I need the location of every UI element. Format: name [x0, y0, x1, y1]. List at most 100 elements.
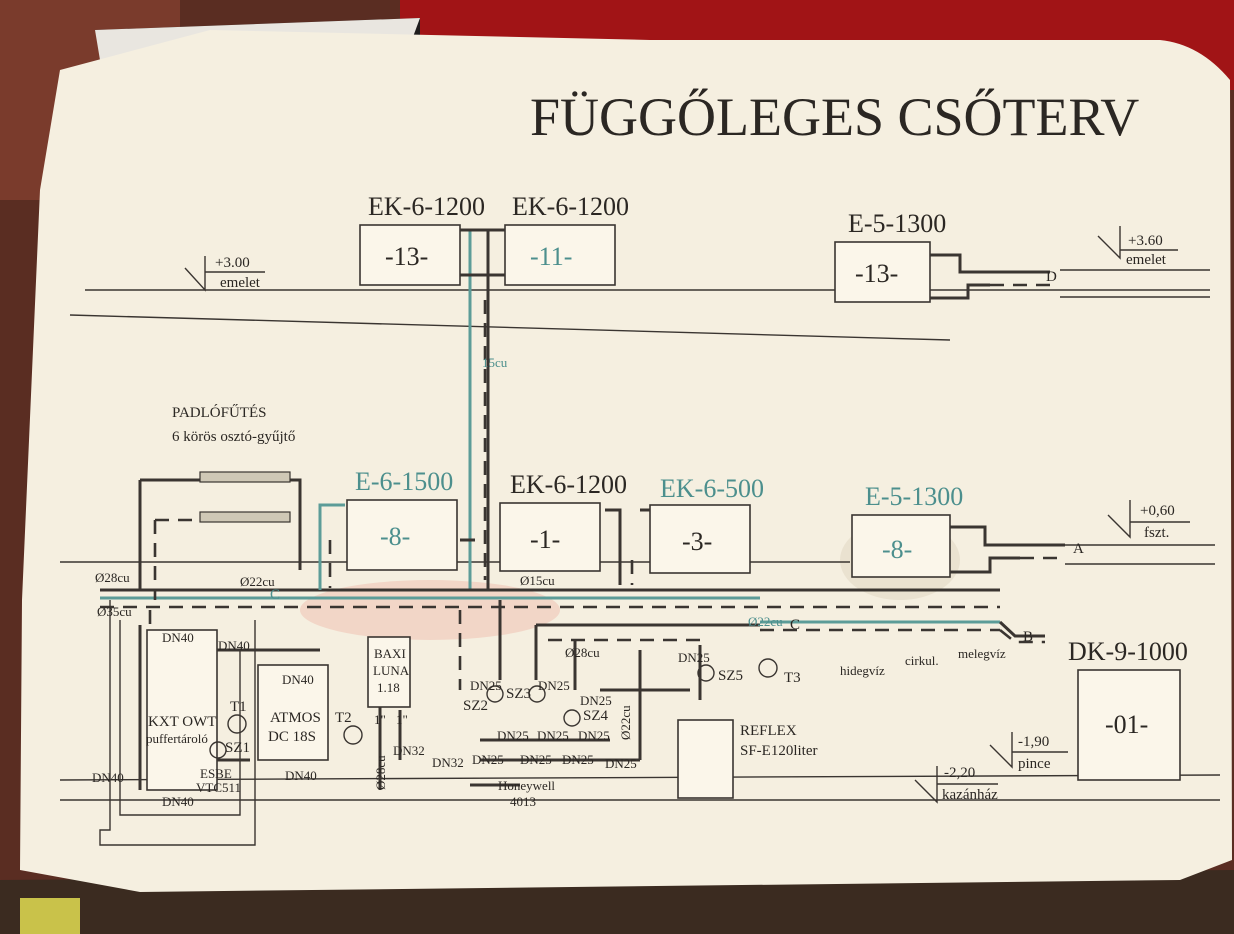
- radiator-type: EK-6-1200: [510, 470, 627, 499]
- radiator-number: -11-: [530, 242, 572, 271]
- valve-label: DN25: [470, 678, 502, 693]
- radiator-type: EK-6-1200: [512, 192, 629, 221]
- pipe-label: Ø28cu: [95, 570, 130, 585]
- pipe-label: Ø22cu: [618, 705, 633, 740]
- valve-label: DN25: [538, 678, 570, 693]
- radiator-e-5-1300-13-upper: E-5-1300 -13-: [834, 209, 946, 303]
- plan-title: FÜGGŐLEGES CSŐTERV: [530, 87, 1139, 147]
- boiler-line1: ATMOS: [270, 710, 321, 726]
- pipe-label: Ø15cu: [520, 573, 555, 588]
- level-value: +3.00: [215, 255, 250, 271]
- connection-letter-a: A: [1073, 541, 1084, 557]
- radiator-number: -8-: [380, 522, 410, 551]
- radiator-type: E-5-1300: [865, 482, 963, 511]
- pipe-label: Ø22cu: [240, 574, 275, 589]
- valve-labels: DN40 DN40 DN40 DN40 DN40 DN40 DN25 DN25 …: [92, 630, 710, 809]
- pipe-label: Ø35cu: [97, 604, 132, 619]
- level-marker-ground-right: +0,60 fszt.: [1107, 500, 1190, 541]
- reflex-line1: REFLEX: [740, 723, 797, 739]
- buffer-line1: KXT OWT: [148, 714, 216, 730]
- valve-label: DN25: [537, 728, 569, 743]
- baxi-line2: LUNA: [373, 663, 410, 678]
- baxi-line3: 1.18: [377, 680, 400, 695]
- valve-label: DN32: [393, 743, 425, 758]
- reflex-line2: SF-E120liter: [740, 743, 818, 759]
- mixing-valve-esbe: ESBE VTC511: [196, 766, 241, 795]
- component-label: T2: [335, 710, 352, 726]
- valve-label: DN40: [92, 770, 124, 785]
- boiler-line2: DC 18S: [268, 729, 316, 745]
- radiator-type: EK-6-1200: [368, 192, 485, 221]
- baxi-heater: BAXI LUNA 1.18: [367, 636, 411, 708]
- valve-label: DN25: [562, 752, 594, 767]
- radiator-type: DK-9-1000: [1068, 637, 1188, 666]
- level-value: +0,60: [1140, 503, 1175, 519]
- valve-label: DN25: [605, 756, 637, 771]
- pipe-label: Ø28cu: [565, 645, 600, 660]
- valve-label: DN25: [520, 752, 552, 767]
- connection-letter-b: B: [1023, 629, 1033, 645]
- level-name: emelet: [1126, 252, 1167, 268]
- valve-label: DN25: [472, 752, 504, 767]
- floor-heating-subtitle: 6 körös osztó-gyűjtő: [172, 429, 295, 445]
- level-marker-boiler-room: -2,20 kazánház: [914, 765, 998, 804]
- radiator-number: -3-: [682, 527, 712, 556]
- radiator-number: -13-: [385, 242, 428, 271]
- valve-label: 1": [396, 712, 408, 727]
- level-value: +3.60: [1128, 233, 1163, 249]
- level-name: fszt.: [1144, 525, 1169, 541]
- paper-stain: [300, 580, 560, 640]
- radiator-type: EK-6-500: [660, 474, 764, 503]
- pipe-label: 15cu: [482, 355, 508, 370]
- radiator-dk-9-1000-01: DK-9-1000 -01-: [1068, 637, 1188, 781]
- component-labels: T1 T2 T3 SZ1 SZ2 SZ3 SZ4 SZ5: [225, 668, 801, 756]
- esbe-line1: ESBE: [200, 766, 232, 781]
- level-marker-cellar: -1,90 pince: [989, 732, 1068, 772]
- level-name: pince: [1018, 756, 1051, 772]
- valve-label: DN40: [162, 630, 194, 645]
- reflex-tank: REFLEX SF-E120liter: [677, 719, 818, 799]
- radiator-ek-6-1200-11: EK-6-1200 -11-: [504, 192, 629, 286]
- pipe-labels: 15cu Ø28cu Ø22cu Ø15cu Ø35cu Ø22cu Ø28cu…: [95, 355, 1006, 790]
- radiator-e-5-1300-8: E-5-1300 -8-: [851, 482, 963, 578]
- radiator-ek-6-500-3: EK-6-500 -3-: [649, 474, 764, 574]
- component-label: T3: [784, 670, 801, 686]
- connection-letter-d: D: [1046, 269, 1057, 285]
- component-label: SZ3: [506, 686, 531, 702]
- valve-label: DN25: [678, 650, 710, 665]
- honeywell-line1: Honeywell: [498, 778, 555, 793]
- component-label: SZ5: [718, 668, 743, 684]
- floor-heating-title: PADLÓFŰTÉS: [172, 404, 266, 421]
- pipe-label: melegvíz: [958, 646, 1006, 661]
- valve-label: DN25: [497, 728, 529, 743]
- honeywell-valve: Honeywell 4013: [498, 778, 555, 809]
- level-value: -1,90: [1018, 734, 1049, 750]
- pipe-label: hidegvíz: [840, 663, 885, 678]
- yellow-object: [20, 898, 80, 934]
- boiler-atmos: ATMOS DC 18S: [257, 664, 329, 761]
- radiator-number: -01-: [1105, 710, 1148, 739]
- component-label: SZ1: [225, 740, 250, 756]
- pipe-label: Ø22cu: [748, 614, 783, 629]
- radiator-number: -8-: [882, 535, 912, 564]
- radiator-ek-6-1200-1: EK-6-1200 -1-: [499, 470, 627, 572]
- floor-heating-manifold: PADLÓFŰTÉS 6 körös osztó-gyűjtő: [172, 404, 295, 523]
- pipe-label: Ø28cu: [373, 755, 388, 790]
- buffer-line2: puffertároló: [146, 731, 208, 746]
- component-label: T1: [230, 699, 247, 715]
- valve-label: DN40: [218, 638, 250, 653]
- pumps-and-sensors: [209, 658, 778, 759]
- pipe-label: cirkul.: [905, 653, 939, 668]
- component-label: SZ2: [463, 698, 488, 714]
- level-marker-upper-left: +3.00 emelet: [184, 255, 265, 292]
- radiator-e-6-1500-8: E-6-1500 -8-: [346, 467, 458, 571]
- level-name: emelet: [220, 275, 261, 291]
- level-value: -2,20: [944, 765, 975, 781]
- valve-label: DN40: [282, 672, 314, 687]
- radiator-type: E-6-1500: [355, 467, 453, 496]
- baxi-line1: BAXI: [374, 646, 406, 661]
- component-label: SZ4: [583, 708, 609, 724]
- honeywell-line2: 4013: [510, 794, 536, 809]
- esbe-line2: VTC511: [196, 780, 241, 795]
- connection-letter-c-left: C: [270, 587, 280, 603]
